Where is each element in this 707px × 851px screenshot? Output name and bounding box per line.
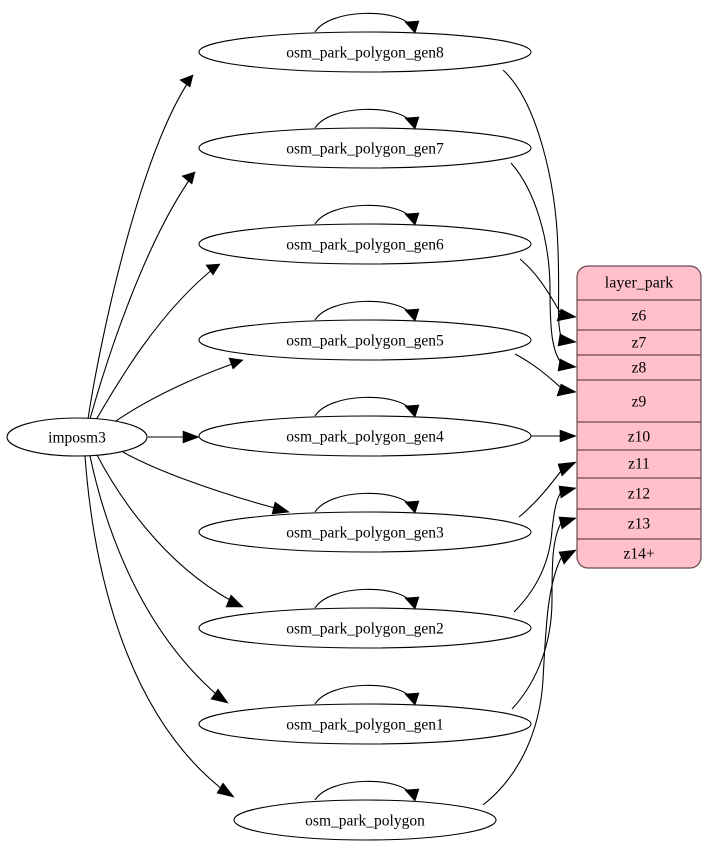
table-layer-park-title: layer_park	[605, 275, 673, 292]
table-layer-park[interactable]: layer_park z6 z7 z8 z9 z10 z11 z12 z13 z…	[576, 265, 702, 569]
arrowhead-gen5-to-z9	[556, 383, 577, 397]
table-row-z10[interactable]: z10	[628, 429, 651, 446]
node-gen6-shape[interactable]	[198, 223, 532, 265]
table-row-z8[interactable]: z8	[632, 360, 647, 377]
edge-imposm3-to-gen6	[95, 264, 219, 421]
arrowhead-imposm3-to-gen7	[181, 171, 196, 185]
self-loop-base	[314, 780, 413, 801]
self-loop-gen5	[314, 300, 413, 321]
node-gen7-shape[interactable]	[198, 127, 532, 169]
node-gen2[interactable]: osm_park_polygon_gen2	[198, 607, 532, 649]
node-gen4-shape[interactable]	[198, 415, 532, 457]
edge-gen2-to-z12	[513, 491, 562, 613]
arrowhead-gen1-to-z13	[558, 516, 577, 530]
table-row-z7[interactable]: z7	[632, 335, 647, 352]
edge-group-source-to-nodes	[84, 74, 290, 798]
self-loop-gen8	[314, 12, 413, 33]
node-imposm3[interactable]: imposm3	[6, 417, 148, 457]
node-gen7[interactable]: osm_park_polygon_gen7	[198, 127, 532, 169]
edge-imposm3-to-base	[84, 455, 223, 790]
self-loop-gen2	[314, 588, 413, 609]
node-gen5[interactable]: osm_park_polygon_gen5	[198, 319, 532, 361]
table-row-z13[interactable]: z13	[628, 516, 651, 533]
table-row-z11[interactable]: z11	[628, 456, 650, 473]
edge-gen6-to-z6	[519, 258, 561, 313]
arrowhead-self-loop-gen7	[404, 116, 420, 130]
arrowhead-imposm3-to-gen6	[205, 263, 221, 276]
table-row-z9[interactable]: z9	[632, 394, 647, 411]
edge-imposm3-to-gen8	[87, 74, 194, 420]
self-loop-gen3	[314, 492, 413, 513]
edge-imposm3-to-gen3	[122, 451, 276, 509]
arrowhead-gen7-to-z8	[557, 358, 577, 372]
arrowhead-gen8-to-z7	[557, 333, 577, 347]
edge-gen8-to-z7	[502, 69, 563, 340]
node-gen3[interactable]: osm_park_polygon_gen3	[198, 511, 532, 553]
node-gen7-label: osm_park_polygon_gen7	[286, 141, 444, 158]
node-gen2-label: osm_park_polygon_gen2	[286, 621, 444, 638]
table-row-z14[interactable]: z14+	[623, 546, 654, 563]
edge-group-nodes-to-table	[482, 69, 577, 806]
arrowhead-imposm3-to-gen4	[182, 430, 200, 444]
table-row-z6[interactable]: z6	[632, 308, 647, 325]
node-gen8-shape[interactable]	[198, 31, 532, 73]
edge-gen1-to-z13	[511, 522, 562, 710]
arrowhead-imposm3-to-base	[216, 782, 235, 798]
arrowhead-gen6-to-z6	[556, 308, 577, 322]
arrowhead-self-loop-gen8	[404, 20, 420, 34]
node-imposm3-shape[interactable]	[6, 417, 148, 457]
node-base-label: osm_park_polygon	[305, 813, 425, 830]
arrowhead-gen2-to-z12	[558, 485, 577, 499]
self-loop-gen7	[314, 108, 413, 129]
edge-imposm3-to-gen5	[112, 360, 242, 424]
edge-gen5-to-z9	[514, 353, 561, 388]
node-imposm3-label: imposm3	[48, 430, 106, 447]
arrowhead-base-to-z14	[558, 549, 577, 565]
self-loop-group	[314, 12, 420, 802]
node-gen1-shape[interactable]	[198, 703, 532, 745]
node-gen5-label: osm_park_polygon_gen5	[286, 333, 444, 350]
edge-imposm3-to-gen7	[89, 171, 196, 420]
node-base[interactable]: osm_park_polygon	[233, 799, 497, 841]
node-gen6-label: osm_park_polygon_gen6	[286, 237, 444, 254]
node-gen6[interactable]: osm_park_polygon_gen6	[198, 223, 532, 265]
node-gen8[interactable]: osm_park_polygon_gen8	[198, 31, 532, 73]
node-gen5-shape[interactable]	[198, 319, 532, 361]
edge-gen3-to-z11	[518, 470, 562, 518]
node-gen3-shape[interactable]	[198, 511, 532, 553]
edge-imposm3-to-gen1	[89, 455, 217, 695]
arrowhead-self-loop-gen6	[404, 212, 420, 226]
node-gen3-label: osm_park_polygon_gen3	[286, 525, 444, 542]
arrowhead-imposm3-to-gen5	[228, 357, 244, 370]
node-gen8-label: osm_park_polygon_gen8	[286, 45, 444, 62]
arrowhead-imposm3-to-gen3	[271, 501, 290, 515]
node-gen1-label: osm_park_polygon_gen1	[286, 717, 444, 734]
arrowhead-self-loop-gen4	[404, 404, 420, 418]
table-layer-park-body	[576, 265, 702, 569]
node-gen4[interactable]: osm_park_polygon_gen4	[198, 415, 532, 457]
arrowhead-imposm3-to-gen1	[210, 688, 229, 704]
edge-base-to-z14	[482, 557, 562, 806]
node-base-shape[interactable]	[233, 799, 497, 841]
table-row-z12[interactable]: z12	[628, 486, 650, 503]
node-gen4-label: osm_park_polygon_gen4	[286, 429, 444, 446]
arrowhead-self-loop-gen5	[404, 308, 420, 322]
self-loop-gen1	[314, 684, 413, 705]
arrowhead-imposm3-to-gen8	[179, 74, 194, 88]
arrowhead-self-loop-gen2	[404, 596, 420, 610]
node-gen2-shape[interactable]	[198, 607, 532, 649]
arrowhead-gen4-to-z10	[559, 429, 577, 443]
arrowhead-self-loop-gen1	[404, 692, 420, 706]
arrowhead-self-loop-gen3	[404, 500, 420, 514]
arrowhead-self-loop-base	[404, 788, 420, 802]
edge-gen7-to-z8	[510, 162, 563, 365]
arrowhead-gen3-to-z11	[557, 461, 577, 477]
arrowhead-imposm3-to-gen2	[225, 594, 244, 608]
edge-imposm3-to-gen2	[96, 454, 231, 601]
self-loop-gen6	[314, 204, 413, 225]
self-loop-gen4	[314, 396, 413, 417]
node-gen1[interactable]: osm_park_polygon_gen1	[198, 703, 532, 745]
